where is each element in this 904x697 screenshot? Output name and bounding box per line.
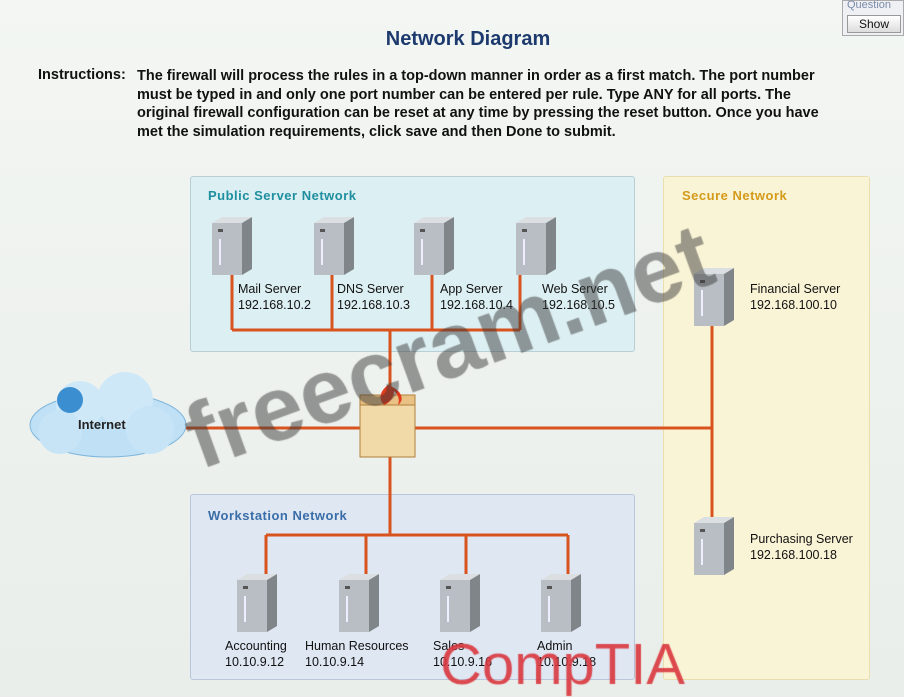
- workstation-3-label: Admin 10.10.9.18: [537, 638, 596, 670]
- financial-label: Financial Server 192.168.100.10: [750, 281, 840, 313]
- host-name: Accounting: [225, 639, 287, 653]
- internet-cloud-icon: [29, 372, 187, 458]
- host-name: Purchasing Server: [750, 532, 853, 546]
- public-1-label: DNS Server 192.168.10.3: [337, 281, 410, 313]
- host-name: Human Resources: [305, 639, 409, 653]
- public-2-label: App Server 192.168.10.4: [440, 281, 513, 313]
- host-ip: 192.168.10.3: [337, 298, 410, 312]
- public-1-server-icon[interactable]: [310, 215, 358, 275]
- host-ip: 192.168.100.18: [750, 548, 837, 562]
- purchasing-server-icon[interactable]: [690, 515, 738, 575]
- host-name: App Server: [440, 282, 503, 296]
- internet-label: Internet: [78, 417, 126, 432]
- host-ip: 10.10.9.16: [433, 655, 493, 669]
- purchasing-label: Purchasing Server 192.168.100.18: [750, 531, 853, 563]
- public-3-label: Web Server 192.168.10.5: [542, 281, 615, 313]
- workstation-3-server-icon[interactable]: [537, 572, 585, 632]
- host-ip: 10.10.9.12: [225, 655, 285, 669]
- host-name: Admin: [537, 639, 573, 653]
- host-name: Mail Server: [238, 282, 302, 296]
- workstation-0-server-icon[interactable]: [233, 572, 281, 632]
- host-ip: 192.168.100.10: [750, 298, 837, 312]
- public-3-server-icon[interactable]: [512, 215, 560, 275]
- workstation-2-label: Sales 10.10.9.16: [433, 638, 492, 670]
- public-0-server-icon[interactable]: [208, 215, 256, 275]
- host-ip: 10.10.9.18: [537, 655, 597, 669]
- workstation-1-label: Human Resources 10.10.9.14: [305, 638, 409, 670]
- host-ip: 192.168.10.5: [542, 298, 615, 312]
- public-2-server-icon[interactable]: [410, 215, 458, 275]
- host-ip: 192.168.10.4: [440, 298, 513, 312]
- host-ip: 192.168.10.2: [238, 298, 311, 312]
- host-name: Sales: [433, 639, 465, 653]
- public-0-label: Mail Server 192.168.10.2: [238, 281, 311, 313]
- host-name: Web Server: [542, 282, 608, 296]
- workstation-0-label: Accounting 10.10.9.12: [225, 638, 287, 670]
- firewall-icon: [359, 385, 416, 458]
- financial-server-icon[interactable]: [690, 266, 738, 326]
- host-name: DNS Server: [337, 282, 404, 296]
- host-name: Financial Server: [750, 282, 841, 296]
- host-ip: 10.10.9.14: [305, 655, 365, 669]
- workstation-1-server-icon[interactable]: [335, 572, 383, 632]
- workstation-2-server-icon[interactable]: [436, 572, 484, 632]
